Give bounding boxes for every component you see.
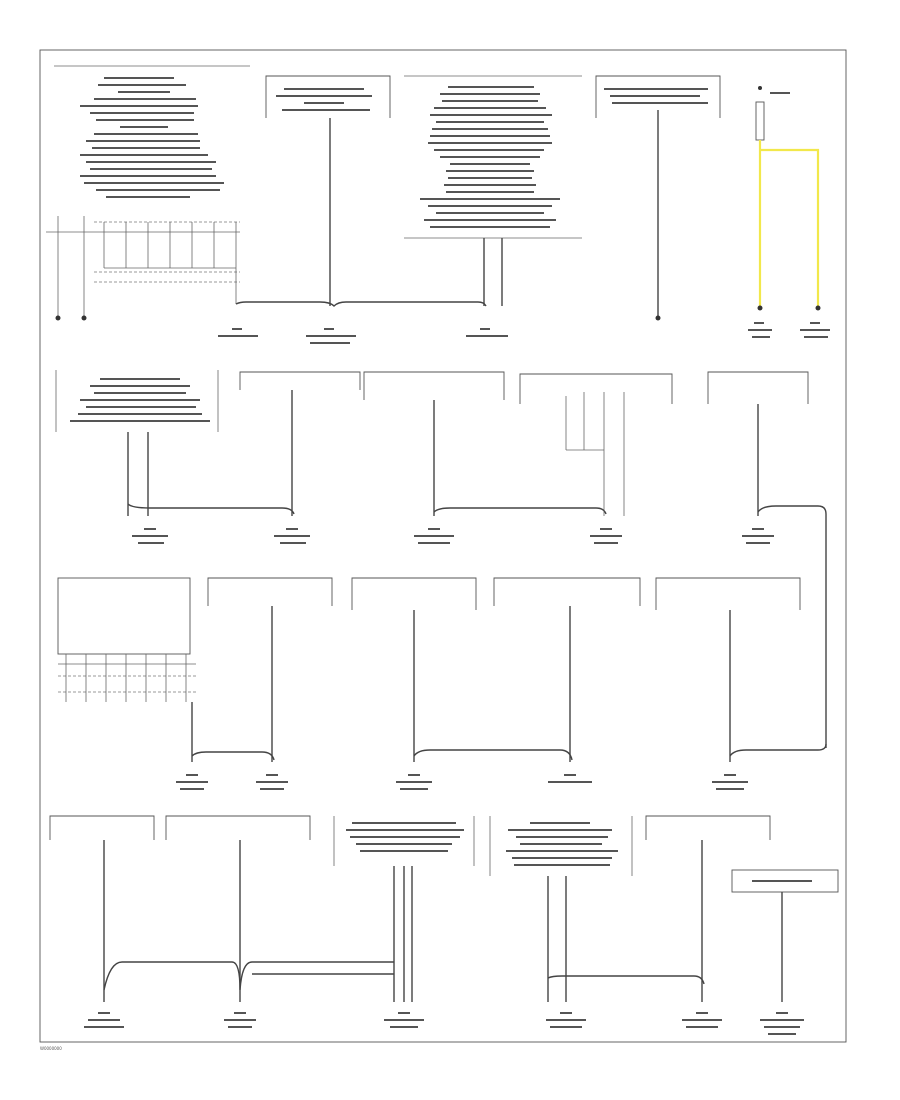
ground-r1-b [81,315,87,321]
bus-r3-mid [413,749,573,761]
component-box-r4c1 [49,815,155,840]
wire-r2c4-group [565,392,625,516]
component-box-r4c5 [645,815,771,840]
bus-r3-right [729,743,827,757]
component-box-r2c1 [55,370,219,432]
diagram-footer-code: W0000000 [40,1046,62,1051]
battery-symbol [755,86,790,141]
bus-r1 [235,301,487,307]
bus-r2-left [127,503,295,515]
ground-labels-r1 [218,322,830,344]
component-box-r1c4 [595,75,721,118]
component-box-r4c4 [489,816,633,876]
component-box-r3c2 [207,577,333,606]
component-box-r3c4 [493,577,641,606]
bus-r3-left [191,751,275,761]
component-box-r3c5 [655,577,801,610]
yellow-wire [758,140,820,306]
component-box-r2c5 [707,371,809,404]
component-box-r2c4 [519,373,673,404]
connector-block-r1c1 [46,216,240,316]
component-box-r3c3 [351,577,477,610]
wire-r2-right-loop [757,505,827,748]
ground-labels-r4 [84,1012,804,1035]
component-box-r1c3 [404,75,582,239]
component-box-r4c6 [731,869,839,893]
bus-r4-left [103,961,394,991]
component-box-r1c2 [265,75,391,118]
diagram-frame [39,49,847,1043]
ground-r1-bat-a [757,305,763,311]
ground-r1-a [55,315,61,321]
component-box-r4c3 [333,816,475,866]
component-box-r4c2 [165,815,311,840]
ground-labels-r2 [132,528,774,544]
bus-r4-mid [547,975,705,985]
component-box-r3c1 [57,577,196,702]
component-box-r2c2 [239,371,361,390]
bus-r2-mid [433,507,607,515]
component-box-r2c3 [363,371,505,400]
component-label-r1c1 [80,77,224,198]
component-label-r4c6 [752,880,812,882]
ground-r1-bat-b [815,305,821,311]
ground-r1c4 [655,315,661,321]
ground-labels-r3 [176,774,748,790]
